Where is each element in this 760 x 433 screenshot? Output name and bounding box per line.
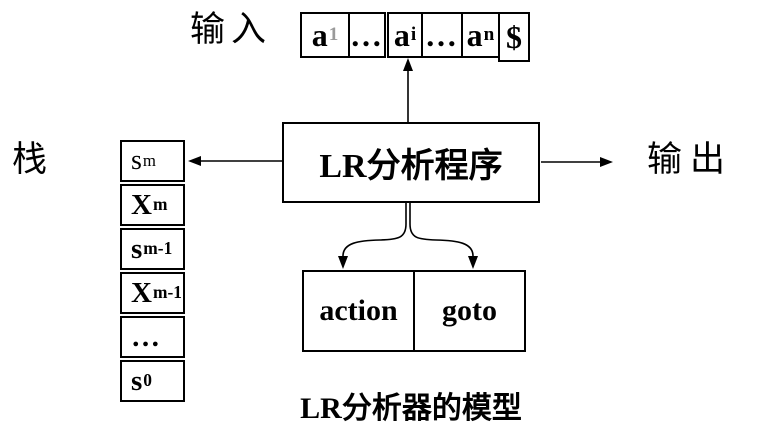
cell-text: X: [131, 188, 152, 221]
goto-cell: goto: [413, 270, 526, 352]
diagram-caption: LR分析器的模型: [300, 392, 522, 425]
cell-text: a: [466, 17, 483, 53]
cell-subscript: m-1: [143, 238, 173, 259]
action-cell: action: [302, 270, 415, 352]
stack-label: 栈: [12, 140, 48, 179]
cell-subscript: n: [483, 24, 495, 46]
cell-text: …: [131, 320, 162, 353]
tape-cell: …: [348, 12, 386, 58]
cell-text: a: [393, 17, 410, 53]
tape-cell: $: [498, 12, 530, 62]
tape-cell: …: [421, 12, 463, 58]
action-goto-table: action goto: [302, 270, 526, 352]
arrow-box-to-stack: [188, 156, 282, 166]
cell-subscript: 1: [328, 24, 339, 46]
cell-text: $: [506, 19, 522, 55]
cell-text: a: [311, 17, 328, 53]
cell-text: X: [131, 276, 152, 309]
cell-subscript: m: [142, 150, 156, 170]
cell-text: …: [350, 17, 384, 53]
cell-subscript: m-1: [152, 282, 182, 303]
cell-text: s: [131, 145, 142, 176]
cell-subscript: i: [410, 24, 417, 46]
parser-box-label: LR分析程序: [319, 148, 503, 185]
stack-cell: …: [120, 316, 185, 358]
cell-text: s: [131, 232, 143, 265]
arrow-box-to-input: [403, 58, 413, 122]
input-label: 输入: [190, 10, 273, 49]
cell-text: …: [425, 17, 459, 53]
output-label: 输出: [647, 140, 734, 179]
cell-text: s: [131, 364, 143, 397]
arrow-box-to-action: [338, 203, 407, 269]
cell-subscript: m: [152, 194, 168, 215]
arrow-box-to-output: [541, 157, 613, 167]
parser-box: LR分析程序: [282, 122, 540, 203]
arrow-box-to-goto: [409, 203, 478, 269]
cell-subscript: 0: [143, 370, 152, 391]
